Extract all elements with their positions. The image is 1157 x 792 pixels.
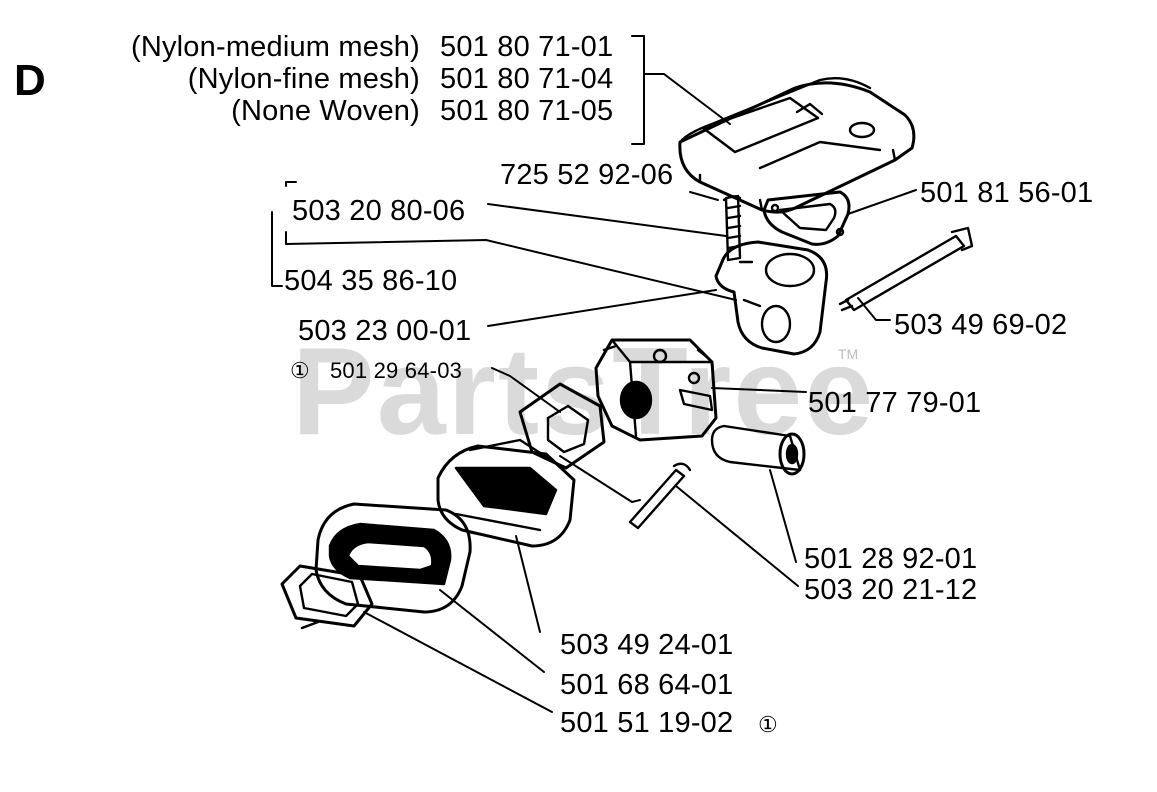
air-filter-cover-shape bbox=[678, 77, 916, 214]
filter-gasket-shape bbox=[762, 190, 851, 246]
filter-medium-part: 501 80 71-01 bbox=[440, 31, 614, 63]
filter-medium-name: (Nylon-medium mesh) bbox=[130, 31, 420, 63]
callout-503-49-69-02: 503 49 69-02 bbox=[894, 309, 1068, 341]
section-letter: D bbox=[14, 56, 46, 105]
callout-503-49-24-01: 503 49 24-01 bbox=[560, 629, 734, 661]
callout-503-20-21-12: 503 20 21-12 bbox=[804, 574, 978, 606]
callout-501-68-64-01: 501 68 64-01 bbox=[560, 669, 734, 701]
callout-501-77-79-01: 501 77 79-01 bbox=[808, 387, 982, 419]
filter-woven-name: (None Woven) bbox=[231, 95, 420, 127]
callout-501-81-56-01: 501 81 56-01 bbox=[920, 177, 1094, 209]
long-screw-shape bbox=[838, 226, 974, 312]
watermark-trademark: TM bbox=[838, 346, 859, 362]
callout-501-51-19-02: 501 51 19-02 bbox=[560, 707, 734, 739]
callout-503-20-80-06: 503 20 80-06 bbox=[292, 195, 466, 227]
air-filter-element-shape bbox=[436, 438, 576, 548]
callout-503-23-00-01: 503 23 00-01 bbox=[298, 315, 472, 347]
callout-725-52-92-06: 725 52 92-06 bbox=[500, 159, 674, 191]
filter-woven-part: 501 80 71-05 bbox=[440, 95, 614, 127]
flange-gasket-shape bbox=[280, 564, 374, 630]
screw-shape bbox=[628, 462, 692, 530]
filter-fine-name: (Nylon-fine mesh) bbox=[187, 63, 420, 95]
filter-housing-shape bbox=[314, 502, 472, 614]
filter-fine-part: 501 80 71-04 bbox=[440, 63, 614, 95]
leader-lines bbox=[271, 35, 917, 713]
carburetor-gasket-shape bbox=[518, 382, 606, 470]
carburetor-shape bbox=[594, 338, 718, 442]
stud-shape bbox=[722, 194, 742, 262]
callout-501-29-64-03: 501 29 64-03 bbox=[330, 358, 463, 383]
callout-marker-501-51-19-02: ① bbox=[758, 712, 778, 737]
callout-marker-501-29-64-03: ① bbox=[290, 358, 310, 383]
intake-adapter-shape bbox=[714, 240, 829, 356]
fuel-filter-shape bbox=[710, 424, 806, 476]
callout-504-35-86-10: 504 35 86-10 bbox=[284, 265, 458, 297]
callout-501-28-92-01: 501 28 92-01 bbox=[804, 543, 978, 575]
